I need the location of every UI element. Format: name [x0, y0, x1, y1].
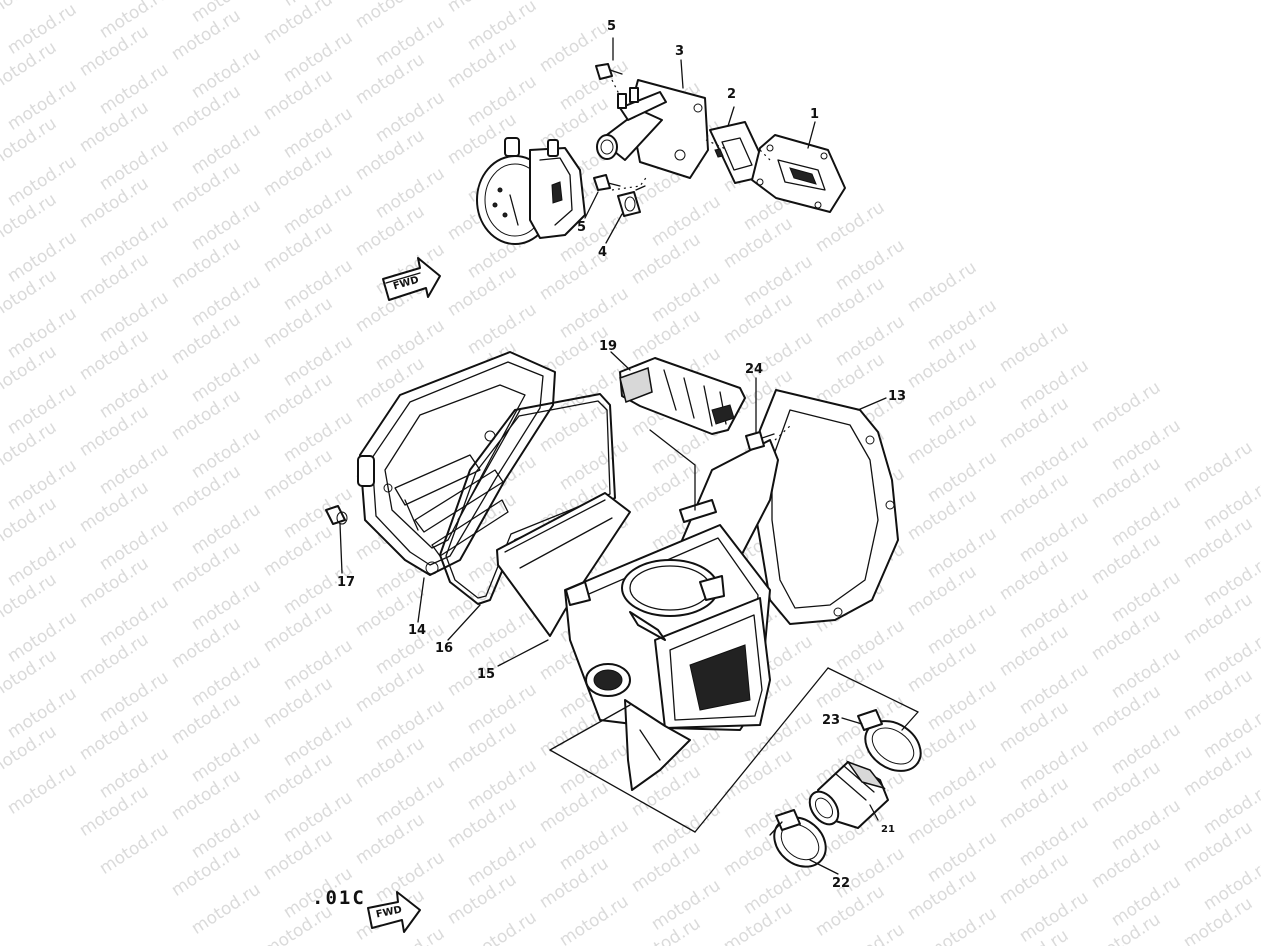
page-code: .01C	[312, 887, 366, 909]
callout-22: 22	[832, 876, 851, 891]
collar-bolt	[745, 431, 775, 451]
callout-5-lower: 5	[577, 220, 587, 235]
callout-1: 1	[810, 107, 820, 122]
leader-lines-top	[584, 37, 816, 244]
air-cleaner-cover	[357, 351, 556, 576]
intake-joint-tube	[808, 760, 889, 829]
case-gasket	[439, 393, 616, 605]
screw-upper	[595, 63, 623, 80]
callout-16: 16	[435, 641, 454, 656]
manifold-joint	[596, 79, 709, 179]
callout-15: 15	[477, 667, 496, 682]
callout-21: 21	[881, 824, 895, 835]
callout-3: 3	[675, 44, 685, 59]
carburetor	[476, 137, 586, 245]
hose-clamp-lower	[773, 809, 827, 868]
callout-19: 19	[599, 339, 618, 354]
fwd-arrow-top	[382, 257, 441, 301]
fwd-arrow-bottom	[367, 891, 421, 933]
air-cleaner-case	[564, 389, 899, 791]
side-bolt	[325, 505, 348, 525]
callout-2: 2	[727, 87, 737, 102]
intake-silencer	[619, 357, 746, 435]
hose-clamp-upper	[857, 709, 922, 772]
screw-lower	[593, 174, 621, 191]
reed-valve	[751, 134, 846, 213]
callout-13: 13	[888, 389, 907, 404]
callout-23: 23	[822, 713, 841, 728]
callout-17: 17	[337, 575, 356, 590]
callout-14: 14	[408, 623, 427, 638]
air-filter-element	[496, 492, 631, 637]
callout-4: 4	[598, 245, 608, 260]
leader-lines-bottom	[339, 351, 919, 875]
callout-24: 24	[745, 362, 764, 377]
clamp-small	[617, 185, 646, 217]
callout-5-upper: 5	[607, 19, 617, 34]
